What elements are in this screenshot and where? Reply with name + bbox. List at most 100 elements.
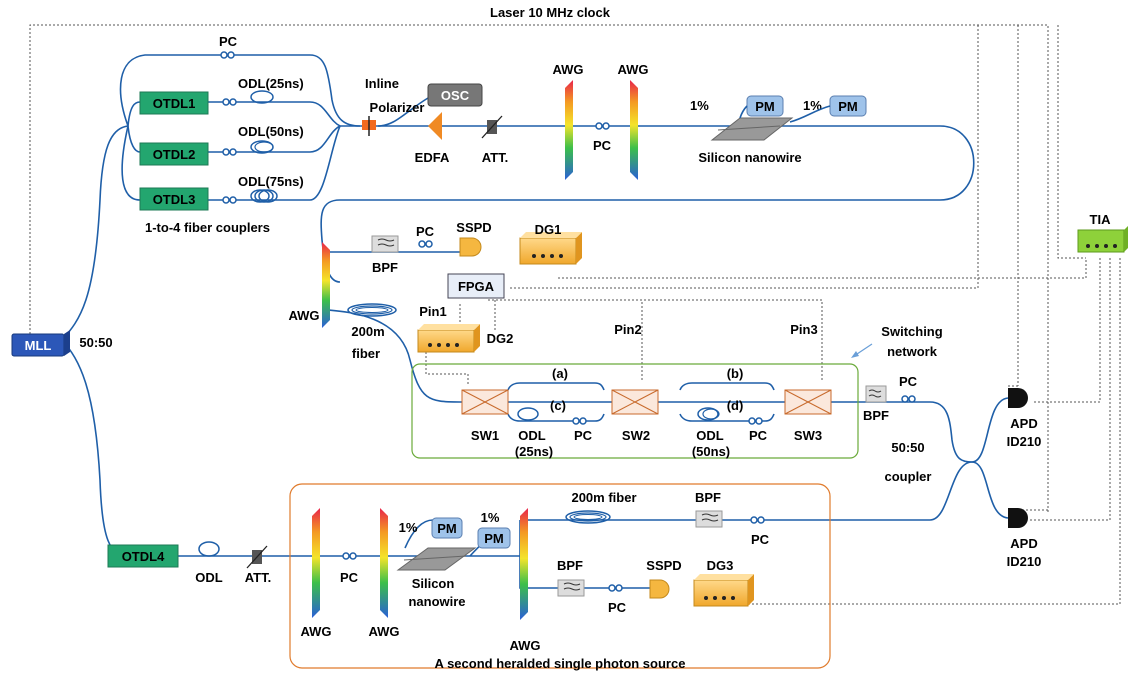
polarizer-icon (362, 116, 376, 136)
otdl1: OTDL1 (139, 91, 209, 115)
osc-label: OSC (441, 88, 470, 103)
awg-icon (380, 508, 388, 618)
path-c-label: (c) (550, 398, 566, 413)
dg1: DG1 (519, 222, 582, 265)
awg-icon (322, 242, 330, 328)
odl-coil-icon (198, 541, 220, 557)
pc-label: PC (574, 428, 593, 443)
pm-label: PM (484, 531, 504, 546)
pin1-label: Pin1 (419, 304, 446, 319)
silicon-label: Silicon (412, 576, 455, 591)
fiber-spool-icon (347, 303, 397, 317)
nanowire-label: nanowire (408, 594, 465, 609)
fiber-lines (61, 54, 1009, 589)
pc-icon (222, 196, 237, 204)
pc-icon (222, 148, 237, 156)
path-a-label: (a) (552, 366, 568, 381)
pc-icon (750, 516, 765, 524)
pm-label: PM (755, 99, 775, 114)
fiber-label: fiber (352, 346, 380, 361)
dg3-label: DG3 (707, 558, 734, 573)
silicon-nanowire-label: Silicon nanowire (698, 150, 801, 165)
fpga-label: FPGA (458, 279, 495, 294)
bpf-icon (371, 235, 399, 253)
pc-icon (342, 552, 357, 560)
awg-label: AWG (368, 624, 399, 639)
pin3-label: Pin3 (790, 322, 817, 337)
coupler-label: coupler (885, 469, 932, 484)
bpf-label: BPF (557, 558, 583, 573)
onepct-label: 1% (481, 510, 500, 525)
pm: PM (746, 95, 784, 117)
att-label-bottom: ATT. (245, 570, 271, 585)
bpf-icon (557, 579, 585, 597)
sw3-label: SW3 (794, 428, 822, 443)
otdl3: OTDL3 (139, 187, 209, 211)
silicon-chip-icon (710, 117, 794, 141)
awg-icon (520, 508, 528, 620)
apd-label: APD (1010, 416, 1037, 431)
otdl2-label: OTDL2 (153, 147, 196, 162)
edfa-label: EDFA (415, 150, 450, 165)
ns50-label: (50ns) (692, 444, 730, 459)
otdl4: OTDL4 (107, 544, 179, 568)
odl75-label: ODL(75ns) (238, 174, 304, 189)
sspd-icon (649, 579, 670, 599)
awg-icon (565, 80, 573, 180)
pm-label: PM (437, 521, 457, 536)
bpf-icon (695, 510, 723, 528)
odl-coil-icon (250, 90, 274, 104)
bpf-label: BPF (695, 490, 721, 505)
pc-label: PC (899, 374, 918, 389)
pc-label: PC (751, 532, 770, 547)
switch-sw1 (461, 389, 509, 415)
clock-lines (29, 24, 1121, 605)
ratio-label-mll: 50:50 (79, 335, 112, 350)
onepct-label: 1% (803, 98, 822, 113)
fiber-spool-icon (565, 510, 611, 524)
id210-label: ID210 (1007, 554, 1042, 569)
sw2-label: SW2 (622, 428, 650, 443)
pc-label: PC (608, 600, 627, 615)
path-b-label: (b) (727, 366, 744, 381)
pm: PM (829, 95, 867, 117)
odl-label: ODL (195, 570, 223, 585)
pc-label: PC (749, 428, 768, 443)
mll-label: MLL (25, 338, 52, 353)
awg-label: AWG (288, 308, 319, 323)
dg2-label: DG2 (487, 331, 514, 346)
sspd-label: SSPD (646, 558, 681, 573)
otdl1-label: OTDL1 (153, 96, 196, 111)
pc-icon (220, 51, 235, 59)
pc-icon (595, 122, 610, 130)
pc-icon (222, 98, 237, 106)
pc-label: PC (593, 138, 612, 153)
odl-coil-icon (250, 189, 278, 203)
switch-sw2 (611, 389, 659, 415)
bpf-icon (865, 385, 887, 403)
attenuator-icon (481, 115, 503, 139)
clock-label: Laser 10 MHz clock (490, 5, 611, 20)
pm: PM (477, 527, 511, 549)
pc-icon (748, 417, 763, 425)
pc-label-top: PC (219, 34, 238, 49)
pc-icon (608, 584, 623, 592)
att-label-top: ATT. (482, 150, 508, 165)
id210-label: ID210 (1007, 434, 1042, 449)
odl-label: ODL (518, 428, 546, 443)
otdl4-label: OTDL4 (122, 549, 165, 564)
awg-label: AWG (552, 62, 583, 77)
pc-icon (418, 240, 433, 248)
tia: TIA (1077, 212, 1128, 253)
odl50-label: ODL(50ns) (238, 124, 304, 139)
pm: PM (431, 517, 463, 539)
pc-label: PC (340, 570, 359, 585)
switching-network-box (411, 363, 859, 459)
dg2: DG2 (417, 324, 514, 353)
path-d-label: (d) (727, 398, 744, 413)
inline-label: Inline (365, 76, 399, 91)
fpga: FPGA (447, 273, 505, 299)
switch-sw3 (784, 389, 832, 415)
second-source-label: A second heralded single photon source (435, 656, 686, 671)
